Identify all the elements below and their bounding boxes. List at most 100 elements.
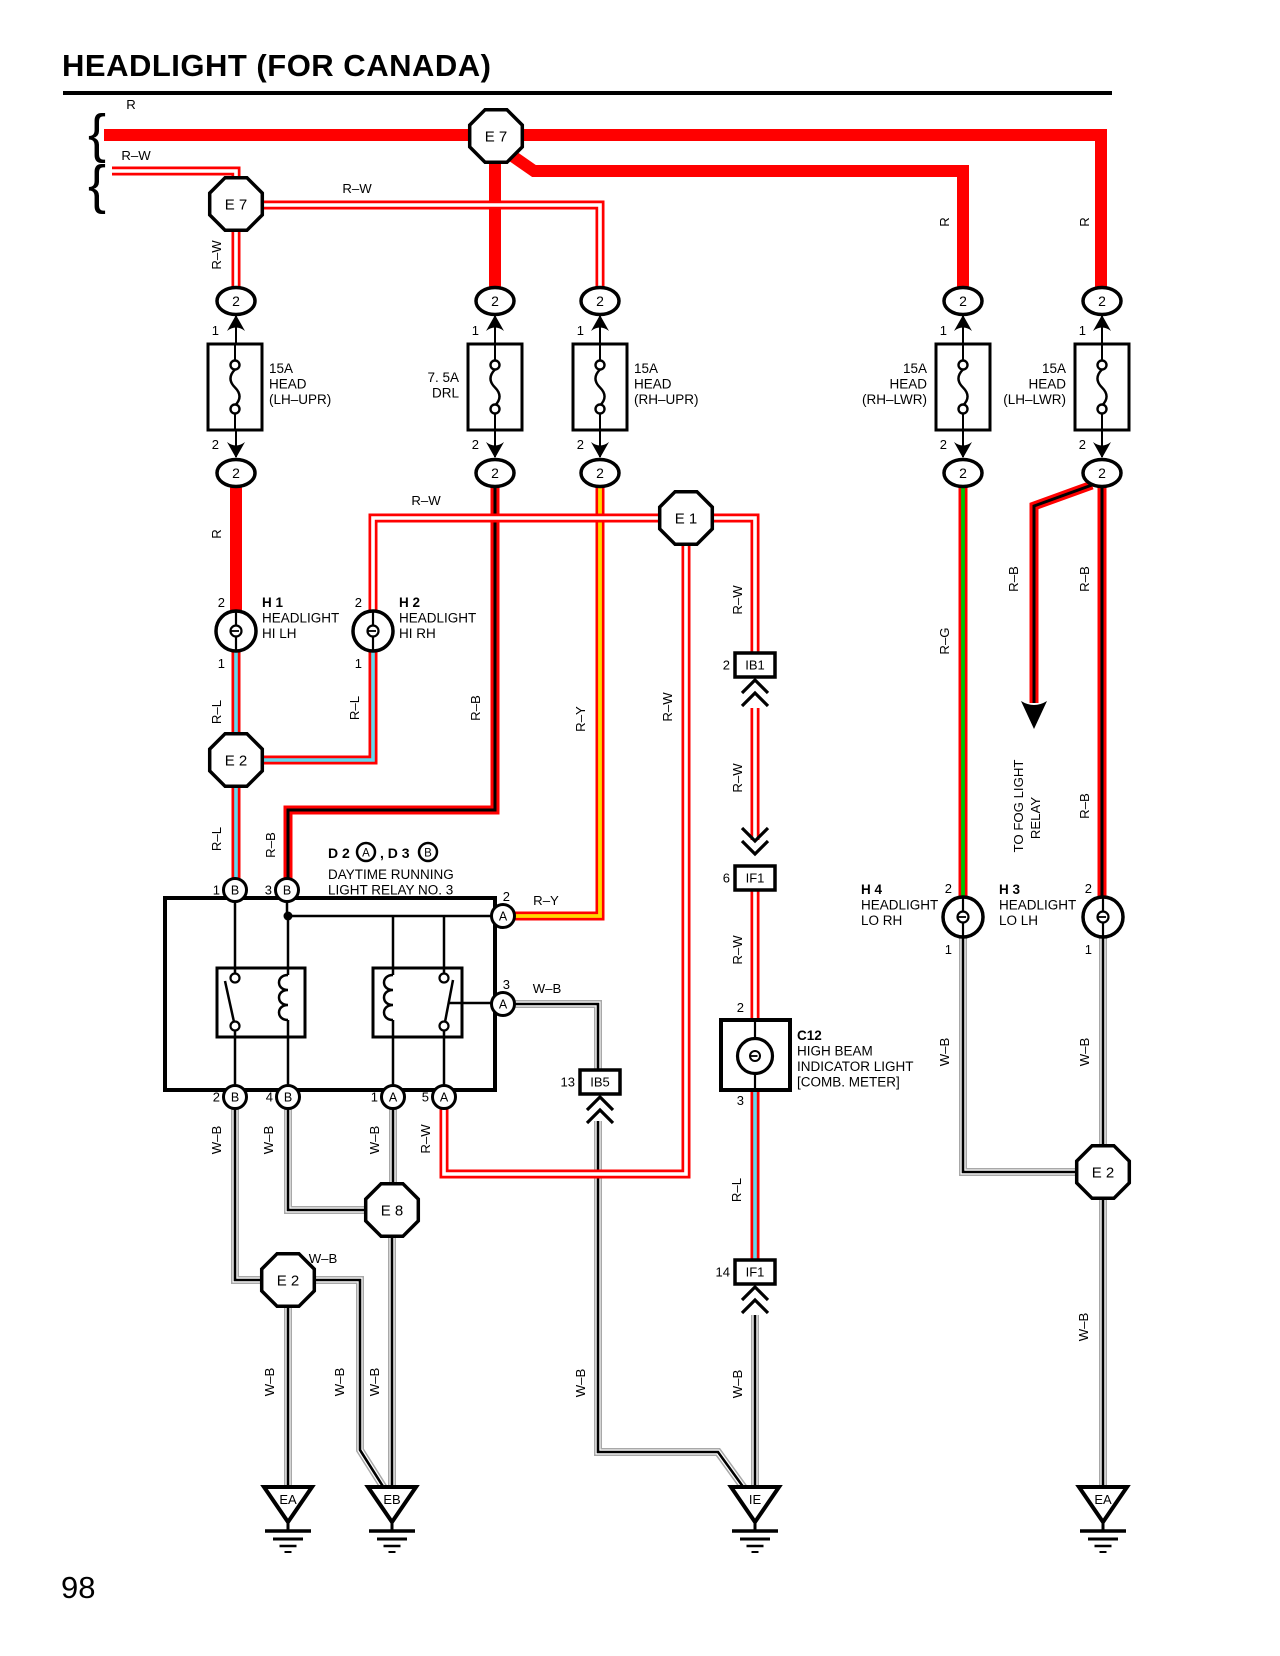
fuse-element (489, 403, 501, 415)
relay-name: D 2 (328, 845, 350, 861)
fuse-label: 15A (634, 361, 658, 376)
oval-connector-label: 2 (959, 465, 967, 481)
relay-pin-letter: A (440, 1091, 449, 1105)
wire-r-main (104, 129, 1107, 288)
relay-pin (431, 1084, 457, 1110)
relay-coil (382, 973, 394, 1022)
relay-name: LIGHT RELAY NO. 3 (328, 883, 453, 898)
relay-connector-circle (417, 841, 439, 863)
fuse-element (489, 359, 501, 371)
fuse-element (229, 368, 241, 407)
oval-connector (579, 457, 621, 489)
wire-wb-pin3A-to-IB5 (514, 1002, 600, 1069)
relay-pin-number: 2 (213, 1090, 220, 1105)
ground-symbol (364, 1485, 420, 1526)
wire-color-label: W–B (1076, 1313, 1091, 1342)
chevron-icon (585, 1094, 615, 1112)
relay-switch-contact (438, 972, 450, 984)
relay-pin-number: 2 (503, 889, 510, 904)
page-title: HEADLIGHT (FOR CANADA) (62, 48, 492, 83)
octagon-connector-label: E 8 (381, 1203, 404, 1220)
wire-color-label: RELAY (1028, 797, 1043, 839)
square-connector (733, 1258, 777, 1286)
oval-connector-label: 2 (491, 465, 499, 481)
relay-pin-letter: B (283, 884, 291, 898)
bulb-pin-number: 1 (218, 656, 225, 671)
bulb-filament (1096, 910, 1110, 924)
wire-color-label: R–Y (573, 706, 588, 732)
square-connector-pin: 6 (723, 871, 730, 886)
octagon-connector-label: E 2 (1092, 1165, 1115, 1182)
relay-pin-letter: B (231, 884, 239, 898)
bulb-label: H 2 (399, 595, 420, 610)
title-underline (63, 91, 1112, 95)
ground-label: EA (1094, 1492, 1112, 1507)
wire-rb-to-fog-relay (1032, 483, 1093, 703)
wire-color-label: W–B (1077, 1038, 1092, 1067)
wire-color-label: R (209, 529, 224, 539)
oval-connector-label: 2 (1098, 293, 1106, 309)
c12-filament (749, 1050, 761, 1062)
relay-pin-letter: A (499, 998, 508, 1012)
wire-color-label: R–L (209, 827, 224, 851)
oval-connector (1081, 285, 1123, 317)
connector-arrow-icon (954, 442, 972, 458)
wire-rw-H2-to-E1 (371, 516, 660, 612)
wire-color-label: R–W (660, 692, 675, 722)
c12-label: C12 (797, 1028, 822, 1043)
connector-arrow-icon (227, 442, 245, 458)
oval-connector (1081, 457, 1123, 489)
bulb-label: H 3 (999, 882, 1021, 897)
fuse-label: (LH–LWR) (1003, 392, 1066, 407)
relay-pin-number: 3 (503, 977, 510, 992)
octagon-connector-label: E 1 (675, 511, 698, 528)
relay-pin (275, 1084, 301, 1110)
wire-rl-E2-to-H2 (261, 651, 375, 762)
relay-pin-number: 4 (266, 1090, 273, 1105)
c12-label: HIGH BEAM (797, 1044, 873, 1059)
oval-connector-label: 2 (491, 293, 499, 309)
connector-arrow-icon (486, 315, 504, 331)
connector-arrow-icon (954, 315, 972, 331)
square-connector (733, 864, 777, 892)
wire-wb-pin4B-to-E8 (284, 1108, 366, 1214)
wire-ry-fuse-to-pin2A (515, 486, 605, 921)
relay-coil (277, 973, 289, 1022)
bulb-label: LO RH (861, 913, 902, 928)
fuse-label: (LH–UPR) (269, 392, 331, 407)
oval-connector (215, 285, 257, 317)
fuse-label: HEAD (269, 377, 307, 392)
c12-label: INDICATOR LIGHT (797, 1059, 914, 1074)
ground-label: IE (749, 1492, 762, 1507)
wire-color-label: R–W (730, 585, 745, 615)
relay-connector-letter: A (362, 848, 370, 860)
c12-label: [COMB. METER] (797, 1075, 900, 1090)
wire-wb-E2-to-EB (313, 1278, 386, 1489)
fuse-label: 15A (903, 361, 927, 376)
wire-wb-pin2B-to-E2 (231, 1108, 263, 1284)
wire-rb-fuse-to-pin3B (283, 486, 500, 879)
relay-pin-number: 3 (265, 883, 272, 898)
fuse-element (229, 403, 241, 415)
wire-color-label: W–B (209, 1126, 224, 1155)
octagon-connector (657, 489, 715, 547)
fuse-label: DRL (432, 386, 459, 401)
fuse-label: HEAD (889, 377, 927, 392)
relay-inner-box (215, 966, 307, 1039)
fuse-element (229, 359, 241, 371)
bulb-label: HI LH (262, 626, 297, 641)
fuse-label: 15A (269, 361, 293, 376)
relay-pin-number: 1 (213, 883, 220, 898)
relay-pin (274, 877, 300, 903)
relay-switch-contact (229, 972, 241, 984)
wire-wb-pin4B-to-E8 (286, 1108, 366, 1212)
wire-wb-pin3A-to-IB5 (514, 1000, 602, 1069)
wire-rw-left-in (112, 169, 238, 178)
relay-pin-number: 1 (371, 1090, 378, 1105)
fuse-label: HEAD (634, 377, 672, 392)
wire-color-label: W–B (573, 1369, 588, 1398)
relay-box (163, 896, 497, 1092)
wire-rw-E7-to-rhupr-fuse (262, 203, 602, 288)
c12-pin-number: 2 (737, 1000, 744, 1015)
wire-color-label: R (1077, 217, 1092, 227)
